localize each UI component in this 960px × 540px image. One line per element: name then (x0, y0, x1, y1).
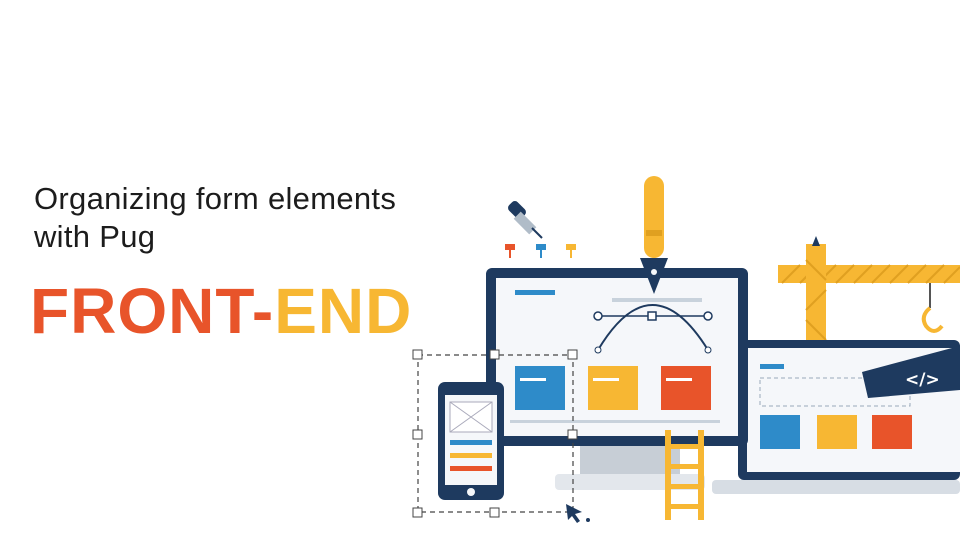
pen-nib-icon (640, 176, 668, 294)
ladder-icon (665, 430, 704, 520)
eyedropper-icon (505, 201, 576, 258)
selection-box (412, 349, 578, 518)
crane-icon (778, 236, 960, 344)
code-glyph: </> (905, 370, 940, 390)
front-end-title: FRONT-END (30, 276, 412, 346)
monitor (486, 268, 748, 490)
headline: Organizing form elements with Pug (34, 180, 474, 256)
phone (438, 382, 504, 500)
front-end-title-end: END (274, 275, 413, 347)
front-end-title-front: FRONT- (30, 275, 275, 347)
headline-line-1: Organizing form elements (34, 181, 397, 216)
headline-line-2: with Pug (34, 219, 156, 254)
bezier-path (593, 304, 713, 354)
code-tag-icon: </> (862, 348, 960, 398)
cursor-arrow-icon (566, 504, 590, 523)
